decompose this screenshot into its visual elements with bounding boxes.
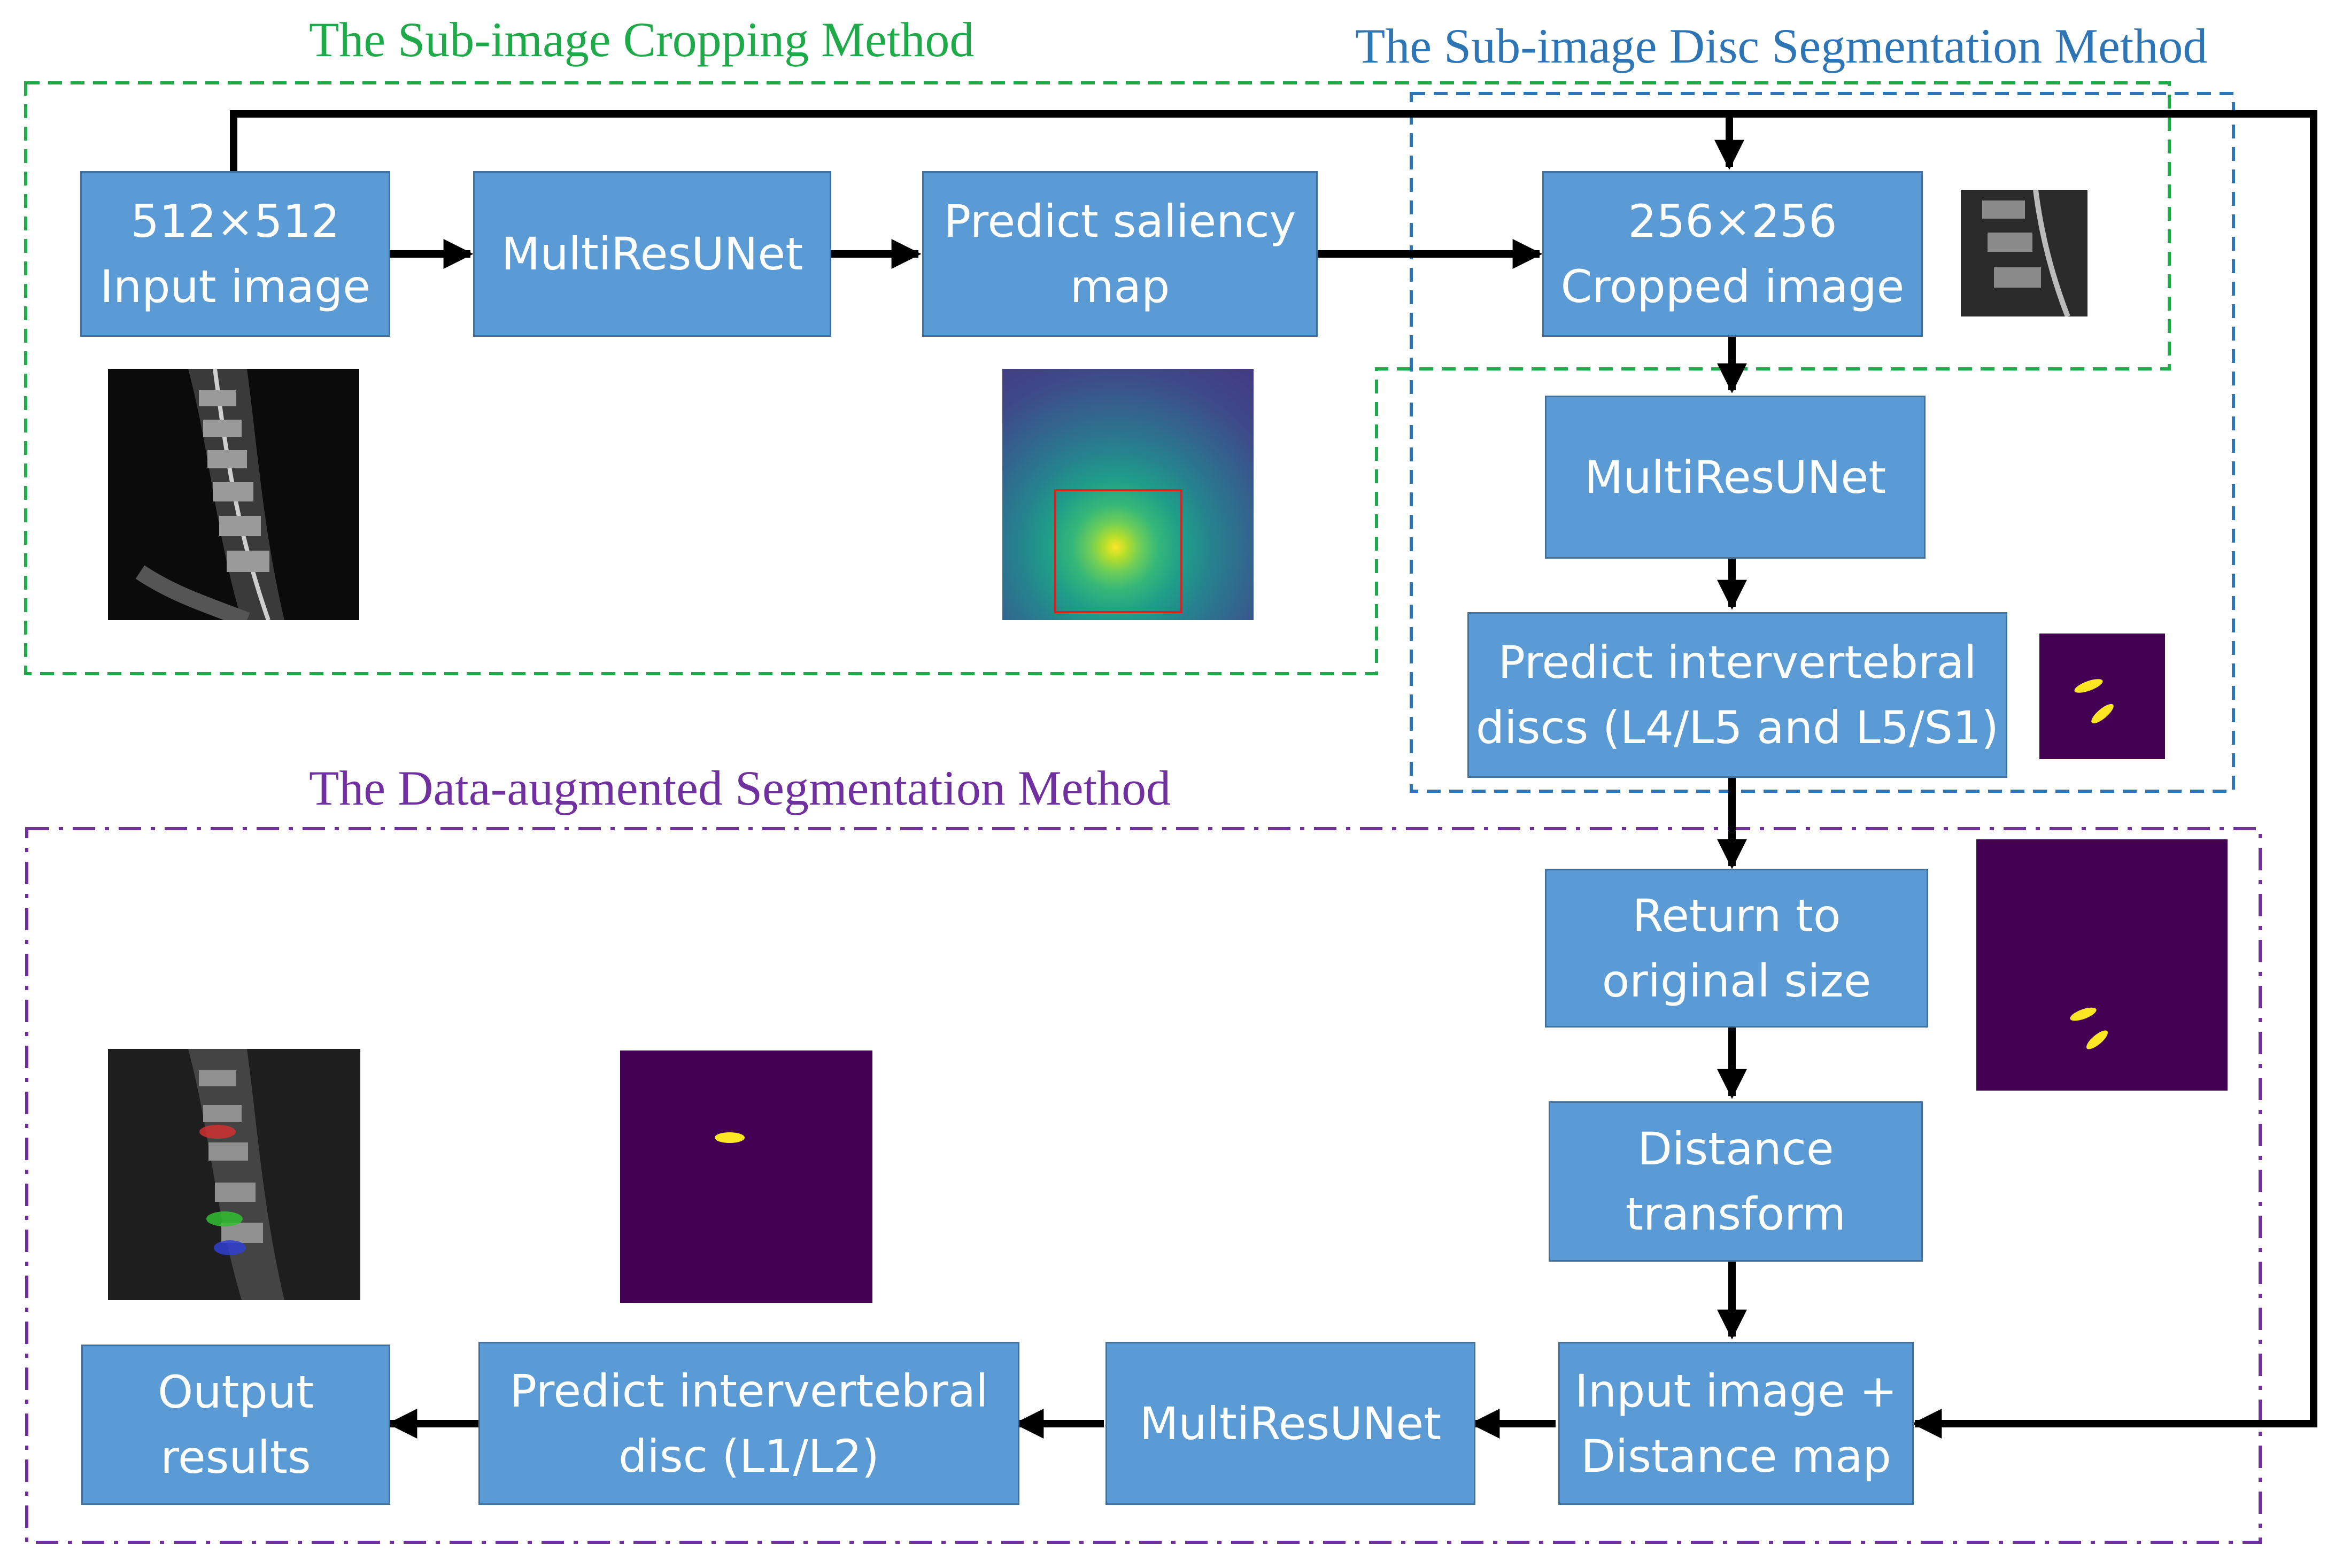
output-results-box: Output results [81, 1345, 390, 1505]
box-line: MultiResUNet [1584, 451, 1886, 504]
box-line: Distance [1637, 1123, 1834, 1175]
cropping-method-title: The Sub-image Cropping Method [309, 12, 975, 67]
augmented-method-title: The Data-augmented Segmentation Method [309, 761, 1171, 815]
box-line: Input image [100, 260, 370, 313]
box-line: MultiResUNet [501, 228, 803, 280]
disc-seg-region-border [1410, 92, 2235, 793]
box-line: Predict intervertebral [1498, 636, 1977, 689]
multiresunet-box-3: MultiResUNet [1105, 1342, 1475, 1505]
box-line: discs (L4/L5 and L5/S1) [1475, 701, 1999, 754]
disc-mask-large-thumbnail [1976, 839, 2228, 1091]
disc-seg-method-title: The Sub-image Disc Segmentation Method [1355, 19, 2208, 73]
saliency-heatmap-thumbnail [1002, 369, 1254, 620]
box-line: 256×256 [1628, 195, 1837, 248]
box-line: Output [158, 1366, 314, 1418]
box-line: original size [1602, 954, 1872, 1007]
bus-line [230, 110, 2317, 1427]
distance-transform-box: Distance transform [1549, 1101, 1923, 1262]
box-line: Distance map [1581, 1430, 1891, 1482]
saliency-map-box: Predict saliency map [922, 171, 1318, 337]
mri-input-thumbnail [108, 369, 359, 620]
box-line: Predict saliency [944, 195, 1296, 248]
cropped-mri-thumbnail [1961, 190, 2087, 316]
predict-discs-box: Predict intervertebral discs (L4/L5 and … [1467, 612, 2007, 778]
box-line: Predict intervertebral [509, 1364, 988, 1417]
l1l2-mask-thumbnail [620, 1051, 872, 1303]
box-line: results [160, 1431, 311, 1484]
box-line: map [1070, 260, 1170, 313]
input-image-box: 512×512 Input image [80, 171, 390, 337]
box-line: 512×512 [130, 195, 340, 248]
cropped-image-box: 256×256 Cropped image [1542, 171, 1923, 337]
disc-mask-small-thumbnail [2039, 634, 2165, 759]
multiresunet-box-1: MultiResUNet [473, 171, 831, 337]
box-line: MultiResUNet [1139, 1397, 1442, 1450]
box-line: transform [1626, 1188, 1846, 1240]
cropping-region-border [24, 81, 2171, 675]
predict-disc-l1l2-box: Predict intervertebral disc (L1/L2) [478, 1342, 1019, 1505]
crop-region-box [1054, 489, 1182, 613]
box-line: Return to [1632, 889, 1841, 942]
box-line: Cropped image [1560, 260, 1905, 313]
augmented-region-border [25, 827, 2262, 1544]
box-line: Input image + [1575, 1364, 1897, 1417]
return-size-box: Return to original size [1545, 869, 1928, 1028]
mri-result-thumbnail [108, 1049, 360, 1300]
multiresunet-box-2: MultiResUNet [1545, 396, 1926, 559]
box-line: disc (L1/L2) [618, 1430, 879, 1482]
input-distance-box: Input image + Distance map [1558, 1342, 1914, 1505]
